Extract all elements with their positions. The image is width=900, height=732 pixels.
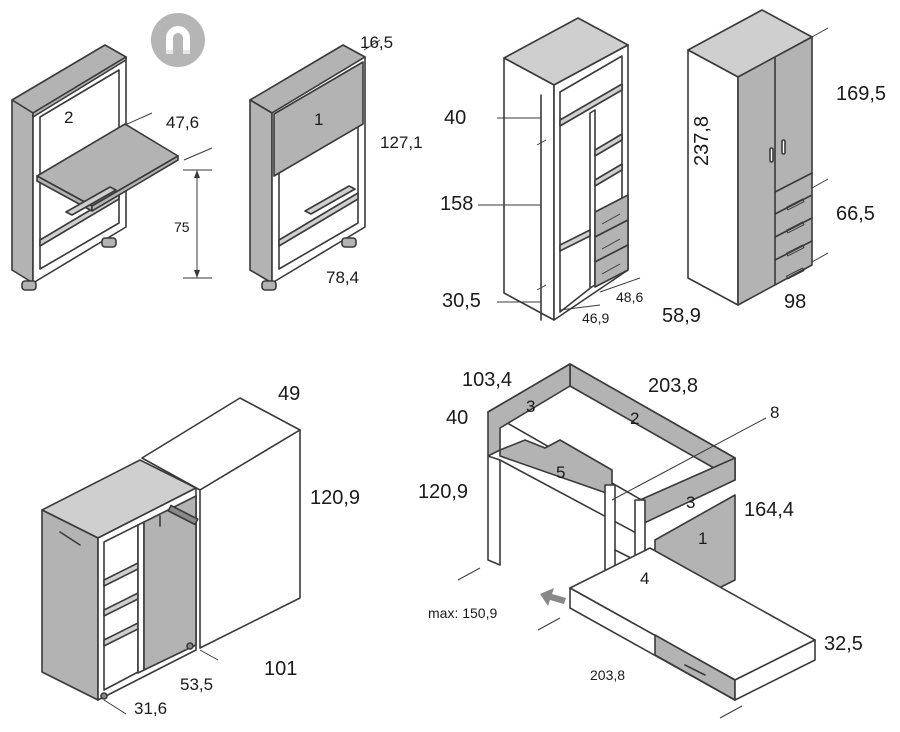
bed-front-panel-label: 5 [556, 463, 565, 482]
bunk-bed-drawing: 103,4 203,8 40 120,9 203,8 max: 150,9 16… [418, 363, 863, 719]
wardrobe-depth-label: 58,9 [662, 305, 701, 327]
bed-max-extension-label: max: 150,9 [428, 605, 497, 621]
desk-depth-label: 47,6 [166, 113, 199, 132]
wardrobe-bottom-section-label: 30,5 [442, 290, 481, 312]
cabinet-width-label: 78,4 [326, 268, 359, 287]
bed-total-height-label: 164,4 [744, 499, 794, 521]
bed-top-length-label: 103,4 [462, 369, 512, 391]
wardrobe-upper-height-label: 169,5 [836, 83, 886, 105]
sliding-wardrobe-drawing: 49 120,9 101 53,5 31,6 [41, 383, 360, 718]
wardrobe-inner-width-label: 46,9 [582, 310, 609, 326]
wardrobe-width-label: 98 [784, 291, 806, 313]
wardrobe-total-height-label: 237,8 [691, 116, 713, 166]
sliding-depth-label: 49 [278, 383, 300, 405]
bed-height-label: 32,5 [824, 633, 863, 655]
sliding-inner-depth-label: 31,6 [134, 699, 167, 718]
sliding-height-label: 120,9 [310, 487, 360, 509]
desk-height-label: 75 [174, 219, 190, 235]
desk-panel-label: 2 [64, 108, 73, 127]
bed-back-panel-label: 2 [630, 409, 639, 428]
bed-end-panel-label: 3 [526, 397, 535, 416]
cabinet-depth-label: 16,5 [360, 33, 393, 52]
sliding-slide-depth-label: 53,5 [180, 675, 213, 694]
cabinet-unit-drawing: 1 16,5 127,1 78,4 [249, 33, 423, 291]
bed-handrail-label: 8 [770, 403, 779, 422]
magnet-icon [151, 13, 205, 67]
wardrobe-top-section-label: 40 [444, 107, 466, 129]
bed-side-panel-label: 3 [686, 493, 695, 512]
cabinet-height-label: 127,1 [380, 133, 423, 152]
cabinet-panel-label: 1 [314, 110, 323, 129]
closed-wardrobe-drawing: 237,8 169,5 66,5 58,9 98 [662, 9, 886, 327]
bed-upper-height-label: 120,9 [418, 481, 468, 503]
wardrobe-middle-section-label: 158 [440, 193, 473, 215]
sliding-width-label: 101 [264, 658, 297, 680]
desk-unit-drawing: 2 47,6 75 [11, 44, 213, 291]
open-wardrobe-drawing: 40 158 30,5 48,6 46,9 [440, 17, 643, 326]
bed-guard-height-label: 40 [446, 407, 468, 429]
bed-side-length-label: 203,8 [648, 375, 698, 397]
wardrobe-inner-depth-label: 48,6 [616, 289, 643, 305]
wardrobe-drawer-height-label: 66,5 [836, 203, 875, 225]
bed-lower-length-label: 203,8 [590, 667, 625, 683]
bed-front-cabinet-label: 1 [698, 529, 707, 548]
bed-ladder-label: 4 [640, 569, 649, 588]
